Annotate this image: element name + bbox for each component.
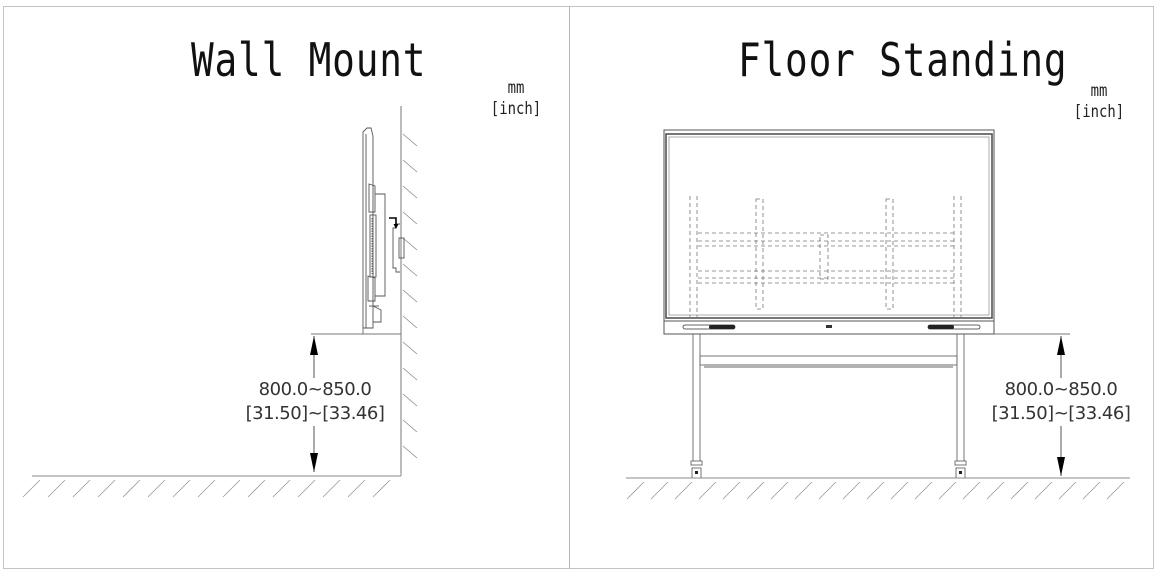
- figure-frame: [3, 6, 1154, 569]
- floor-standing-units: mm [inch]: [1070, 81, 1127, 123]
- wall-mount-panel: Wall Mount mm [inch] 800.0~850.0 [31.50]…: [3, 6, 569, 569]
- dimension-metric: 800.0~850.0: [258, 379, 372, 400]
- floor-standing-drawing: [626, 129, 1130, 500]
- units-secondary: [inch]: [490, 99, 542, 119]
- panel-divider: [569, 6, 570, 569]
- wall-mount-height-dimension: 800.0~850.0 [31.50]~[33.46]: [245, 378, 385, 426]
- wall-mount-units: mm [inch]: [487, 78, 544, 120]
- dimension-metric: 800.0~850.0: [1004, 379, 1118, 400]
- units-primary: mm: [1090, 81, 1108, 101]
- floor-standing-title: Floor Standing: [738, 33, 1068, 87]
- dimension-imperial: [31.50]~[33.46]: [245, 403, 385, 424]
- wall-mount-title: Wall Mount: [191, 33, 427, 87]
- units-primary: mm: [507, 78, 525, 98]
- floor-standing-panel: Floor Standing mm [inch] 800.0~850.0 [31…: [570, 6, 1154, 569]
- units-secondary: [inch]: [1073, 102, 1125, 122]
- dimension-imperial: [31.50]~[33.46]: [991, 403, 1131, 424]
- wall-mount-drawing: [22, 106, 418, 498]
- floor-standing-height-dimension: 800.0~850.0 [31.50]~[33.46]: [991, 378, 1131, 426]
